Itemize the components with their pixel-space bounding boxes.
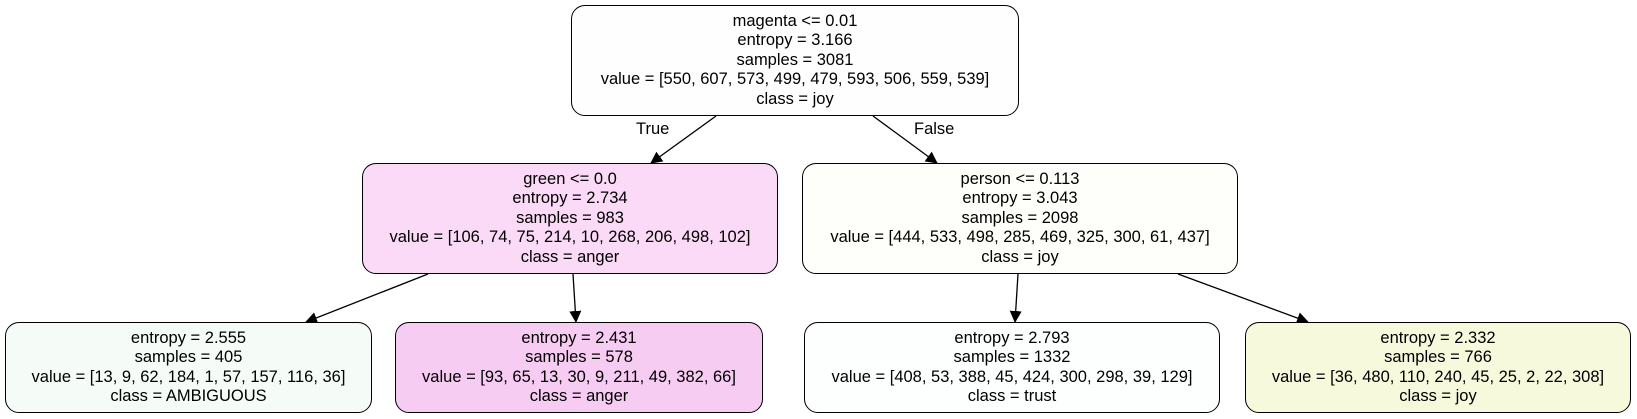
node-line: class = joy bbox=[1399, 387, 1477, 405]
node-line: samples = 983 bbox=[516, 208, 624, 227]
node-line: value = [408, 53, 388, 45, 424, 300, 298… bbox=[831, 367, 1193, 386]
edge-right-rl bbox=[1009, 273, 1022, 323]
node-line: value = [550, 607, 573, 499, 479, 593, 5… bbox=[600, 70, 990, 89]
node-line: magenta <= 0.01 bbox=[732, 11, 858, 30]
edge-label-false: False bbox=[914, 120, 955, 138]
node-line: entropy = 2.332 bbox=[1380, 328, 1496, 347]
node-line: class = anger bbox=[520, 247, 620, 266]
node-line: entropy = 2.431 bbox=[521, 328, 637, 347]
edge-root-left bbox=[650, 115, 717, 164]
node-line: class = joy bbox=[756, 89, 834, 108]
node-line: samples = 3081 bbox=[736, 50, 854, 69]
node-line: person <= 0.113 bbox=[960, 169, 1080, 188]
node-line: samples = 578 bbox=[525, 348, 633, 366]
edge-right-rr bbox=[1177, 273, 1309, 324]
node-line: value = [106, 74, 75, 214, 10, 268, 206,… bbox=[389, 228, 751, 247]
node-line: value = [93, 65, 13, 30, 9, 211, 49, 382… bbox=[422, 367, 736, 386]
node-line: entropy = 2.793 bbox=[954, 328, 1070, 347]
node-line: samples = 2098 bbox=[961, 208, 1079, 227]
node-line: value = [444, 533, 498, 285, 469, 325, 3… bbox=[830, 228, 1210, 247]
node-line: samples = 1332 bbox=[953, 348, 1071, 366]
node-line: class = joy bbox=[981, 247, 1059, 266]
node-line: entropy = 3.166 bbox=[737, 31, 853, 50]
node-line: entropy = 2.734 bbox=[512, 189, 628, 208]
edge-root-right bbox=[872, 115, 938, 164]
node-line: value = [36, 480, 110, 240, 45, 25, 2, 2… bbox=[1271, 367, 1605, 386]
node-line: class = AMBIGUOUS bbox=[110, 387, 267, 405]
node-line: value = [13, 9, 62, 184, 1, 57, 157, 116… bbox=[31, 367, 346, 386]
node-line: entropy = 3.043 bbox=[962, 189, 1078, 208]
node-line: class = trust bbox=[967, 387, 1057, 405]
node-line: entropy = 2.555 bbox=[130, 328, 247, 347]
node-line: samples = 766 bbox=[1384, 348, 1492, 366]
node-line: class = anger bbox=[529, 387, 629, 405]
edge-left-lr bbox=[569, 273, 582, 323]
node-line: samples = 405 bbox=[134, 348, 243, 366]
edge-left-ll bbox=[305, 273, 429, 324]
node-line: green <= 0.0 bbox=[523, 169, 617, 188]
edge-label-true: True bbox=[636, 120, 670, 138]
